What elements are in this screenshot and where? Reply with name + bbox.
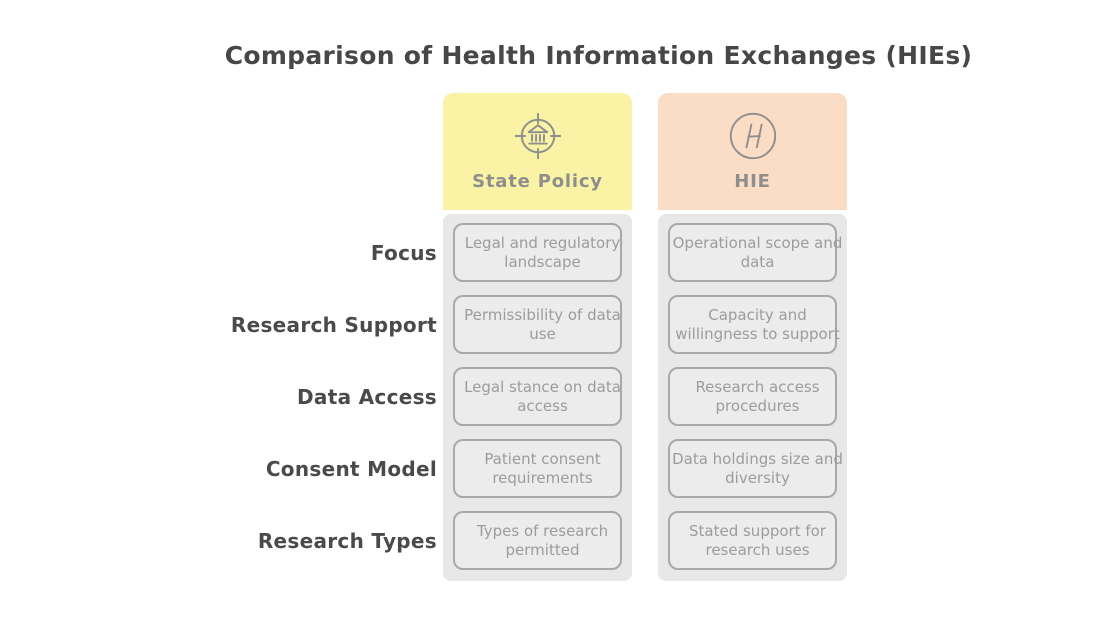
row-label-consent-model: Consent Model — [265, 457, 437, 481]
cell-text: Legal stance on data access — [464, 377, 621, 415]
cell-hie-research-types: Stated support for research uses — [668, 511, 837, 570]
cell-hie-data-access: Research access procedures — [668, 367, 837, 426]
cell-state-policy-consent-model: Patient consent requirements — [453, 439, 622, 498]
cell-hie-focus: Operational scope and data — [668, 223, 842, 282]
cell-state-policy-research-support: Permissibility of data use — [453, 295, 622, 354]
cell-text: Patient consent requirements — [484, 449, 601, 487]
column-body-hie: Operational scope and data Capacity and … — [658, 214, 847, 581]
cell-text: Data holdings size and diversity — [672, 449, 843, 487]
cell-text: Operational scope and data — [672, 233, 843, 271]
government-target-icon — [512, 109, 564, 163]
cell-text: Legal and regulatory landscape — [464, 233, 621, 271]
cell-text: Permissibility of data use — [464, 305, 621, 343]
cell-hie-research-support: Capacity and willingness to support — [668, 295, 840, 354]
row-label-focus: Focus — [370, 241, 437, 265]
cell-hie-consent-model: Data holdings size and diversity — [668, 439, 843, 498]
column-header-hie: HIE — [658, 93, 847, 210]
cell-state-policy-data-access: Legal stance on data access — [453, 367, 622, 426]
column-label-state-policy: State Policy — [472, 171, 603, 192]
column-header-state-policy: State Policy — [443, 93, 632, 210]
row-label-research-support: Research Support — [230, 313, 437, 337]
diagram-title: Comparison of Health Information Exchang… — [224, 41, 973, 70]
column-label-hie: HIE — [734, 171, 771, 192]
column-body-state-policy: Legal and regulatory landscape Permissib… — [443, 214, 632, 581]
cell-text: Stated support for research uses — [689, 521, 826, 559]
row-label-research-types: Research Types — [257, 529, 437, 553]
cell-text: Research access procedures — [695, 377, 820, 415]
cell-state-policy-focus: Legal and regulatory landscape — [453, 223, 622, 282]
row-label-data-access: Data Access — [297, 385, 437, 409]
letter-h-circle-icon — [727, 109, 779, 163]
cell-state-policy-research-types: Types of research permitted — [453, 511, 622, 570]
cell-text: Capacity and willingness to support — [675, 305, 840, 343]
cell-text: Types of research permitted — [476, 521, 609, 559]
